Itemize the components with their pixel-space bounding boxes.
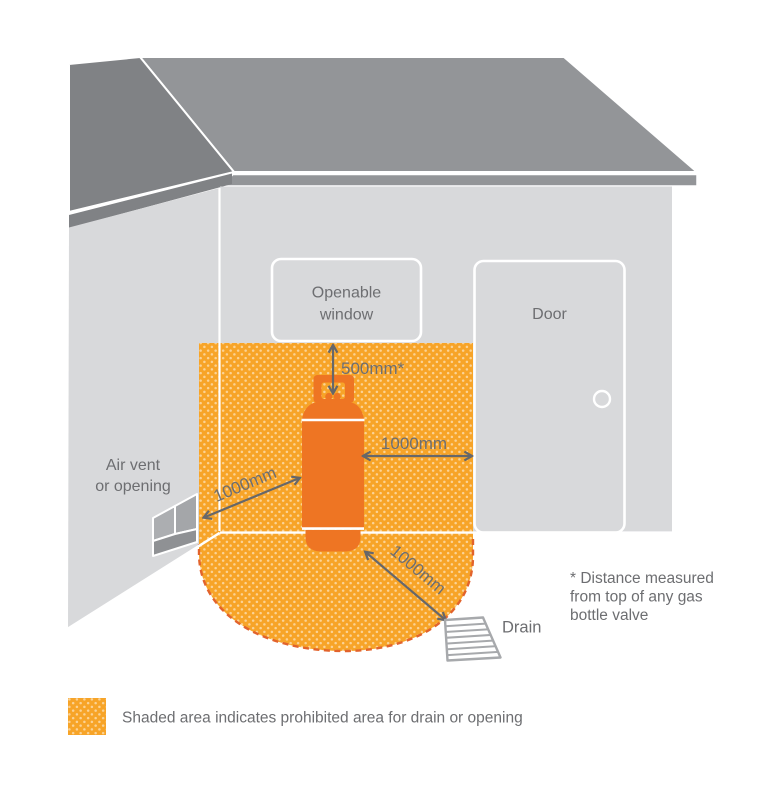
drain-label: Drain xyxy=(502,619,541,637)
roof-left-slope xyxy=(68,56,235,213)
roof-fascia-left xyxy=(69,173,232,228)
drain: Drain xyxy=(443,616,541,662)
roof-fascia-front xyxy=(219,173,698,187)
window-label-line1: Openable xyxy=(312,285,381,302)
house-roof xyxy=(68,56,698,228)
bottle-valve-lobe xyxy=(333,392,341,401)
door-clearance-value: 1000mm xyxy=(381,434,447,453)
bottle-foot xyxy=(305,530,361,552)
bottle-body xyxy=(302,419,364,528)
door-outline xyxy=(473,259,626,534)
roof-front-slope xyxy=(139,56,698,173)
air-vent-label-line1: Air vent xyxy=(106,457,161,474)
window-clearance-value: 500mm* xyxy=(341,359,405,378)
window-label-line2: window xyxy=(319,307,374,324)
legend: Shaded area indicates prohibited area fo… xyxy=(68,698,523,735)
door-knob-icon xyxy=(592,389,612,409)
legend-text: Shaded area indicates prohibited area fo… xyxy=(122,710,523,727)
gas-bottle-icon xyxy=(301,375,365,552)
vent-clearance-arrow xyxy=(204,478,300,518)
air-vent: Air vent or opening xyxy=(95,457,198,557)
left-wall-base-line xyxy=(67,531,221,630)
window-outline xyxy=(270,257,423,343)
drain-clearance-arrow xyxy=(366,552,446,620)
footnote: * Distance measured from top of any gas … xyxy=(570,570,714,624)
air-vent-label-line2: or opening xyxy=(95,478,171,495)
openable-window: Openable window xyxy=(270,257,423,343)
footnote-line2: from top of any gas xyxy=(570,589,703,606)
left-wall xyxy=(68,188,220,628)
footnote-line3: bottle valve xyxy=(570,607,648,624)
bottle-shoulder xyxy=(302,402,364,420)
footnote-line1: * Distance measured xyxy=(570,570,714,587)
air-vent-icon xyxy=(152,493,198,557)
door: Door xyxy=(473,259,626,534)
legend-swatch xyxy=(68,698,106,735)
bottle-valve-lobe xyxy=(325,392,333,401)
door-label: Door xyxy=(532,306,567,323)
drain-icon xyxy=(443,616,502,662)
